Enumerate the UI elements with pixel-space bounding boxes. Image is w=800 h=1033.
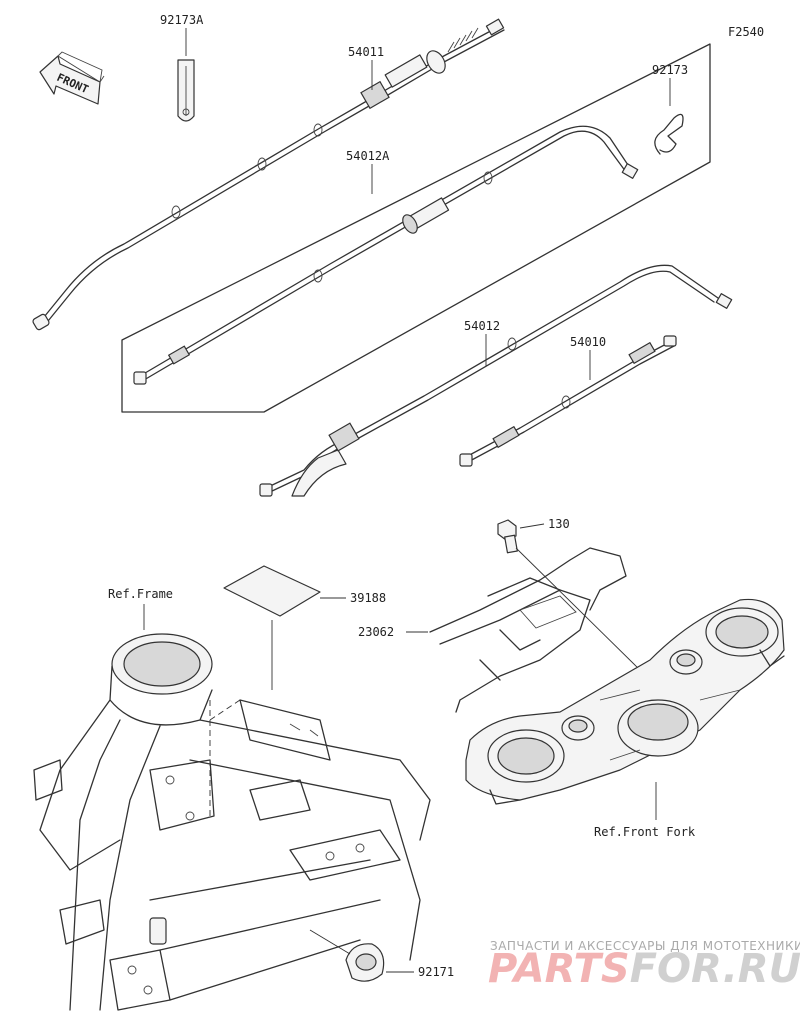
group-box-54012a bbox=[121, 43, 711, 413]
watermark-brand-right: FOR.RU bbox=[630, 946, 800, 992]
cable-54010 bbox=[459, 335, 677, 467]
clip-92173a bbox=[177, 28, 195, 122]
watermark-brand-left: PARTS bbox=[488, 946, 630, 992]
ref-front-fork-label: Ref.Front Fork bbox=[594, 825, 696, 839]
watermark-tagline: ЗАПЧАСТИ И АКСЕССУАРЫ ДЛЯ МОТОТЕХНИКИ bbox=[490, 939, 800, 953]
cable-54012a bbox=[133, 125, 639, 385]
label-92173: 92173 bbox=[652, 63, 688, 77]
triple-clamp bbox=[465, 598, 785, 820]
ref-frame-label: Ref.Frame bbox=[108, 587, 173, 601]
label-54012a: 54012A bbox=[346, 149, 390, 163]
label-sheet-39188 bbox=[223, 565, 346, 690]
front-arrow-icon: FRONT bbox=[39, 51, 105, 105]
label-39188: 39188 bbox=[350, 591, 386, 605]
label-130: 130 bbox=[548, 517, 570, 531]
watermark: ЗАПЧАСТИ И АКСЕССУАРЫ ДЛЯ МОТОТЕХНИКИ PA… bbox=[488, 939, 800, 992]
figure-code: F2540 bbox=[728, 25, 764, 39]
bolt-130 bbox=[497, 519, 641, 671]
label-92173a: 92173A bbox=[160, 13, 204, 27]
cable-54011 bbox=[32, 18, 505, 331]
bracket-23062 bbox=[406, 547, 627, 713]
label-54010: 54010 bbox=[570, 335, 606, 349]
label-54011: 54011 bbox=[348, 45, 384, 59]
clip-92173 bbox=[654, 78, 684, 155]
cable-54012 bbox=[259, 264, 733, 497]
label-54012: 54012 bbox=[464, 319, 500, 333]
label-92171: 92171 bbox=[418, 965, 454, 979]
label-23062: 23062 bbox=[358, 625, 394, 639]
clamp-92171 bbox=[309, 929, 414, 982]
frame-assembly bbox=[33, 633, 431, 1011]
svg-text:PARTSFOR.RU: PARTSFOR.RU bbox=[488, 946, 800, 992]
